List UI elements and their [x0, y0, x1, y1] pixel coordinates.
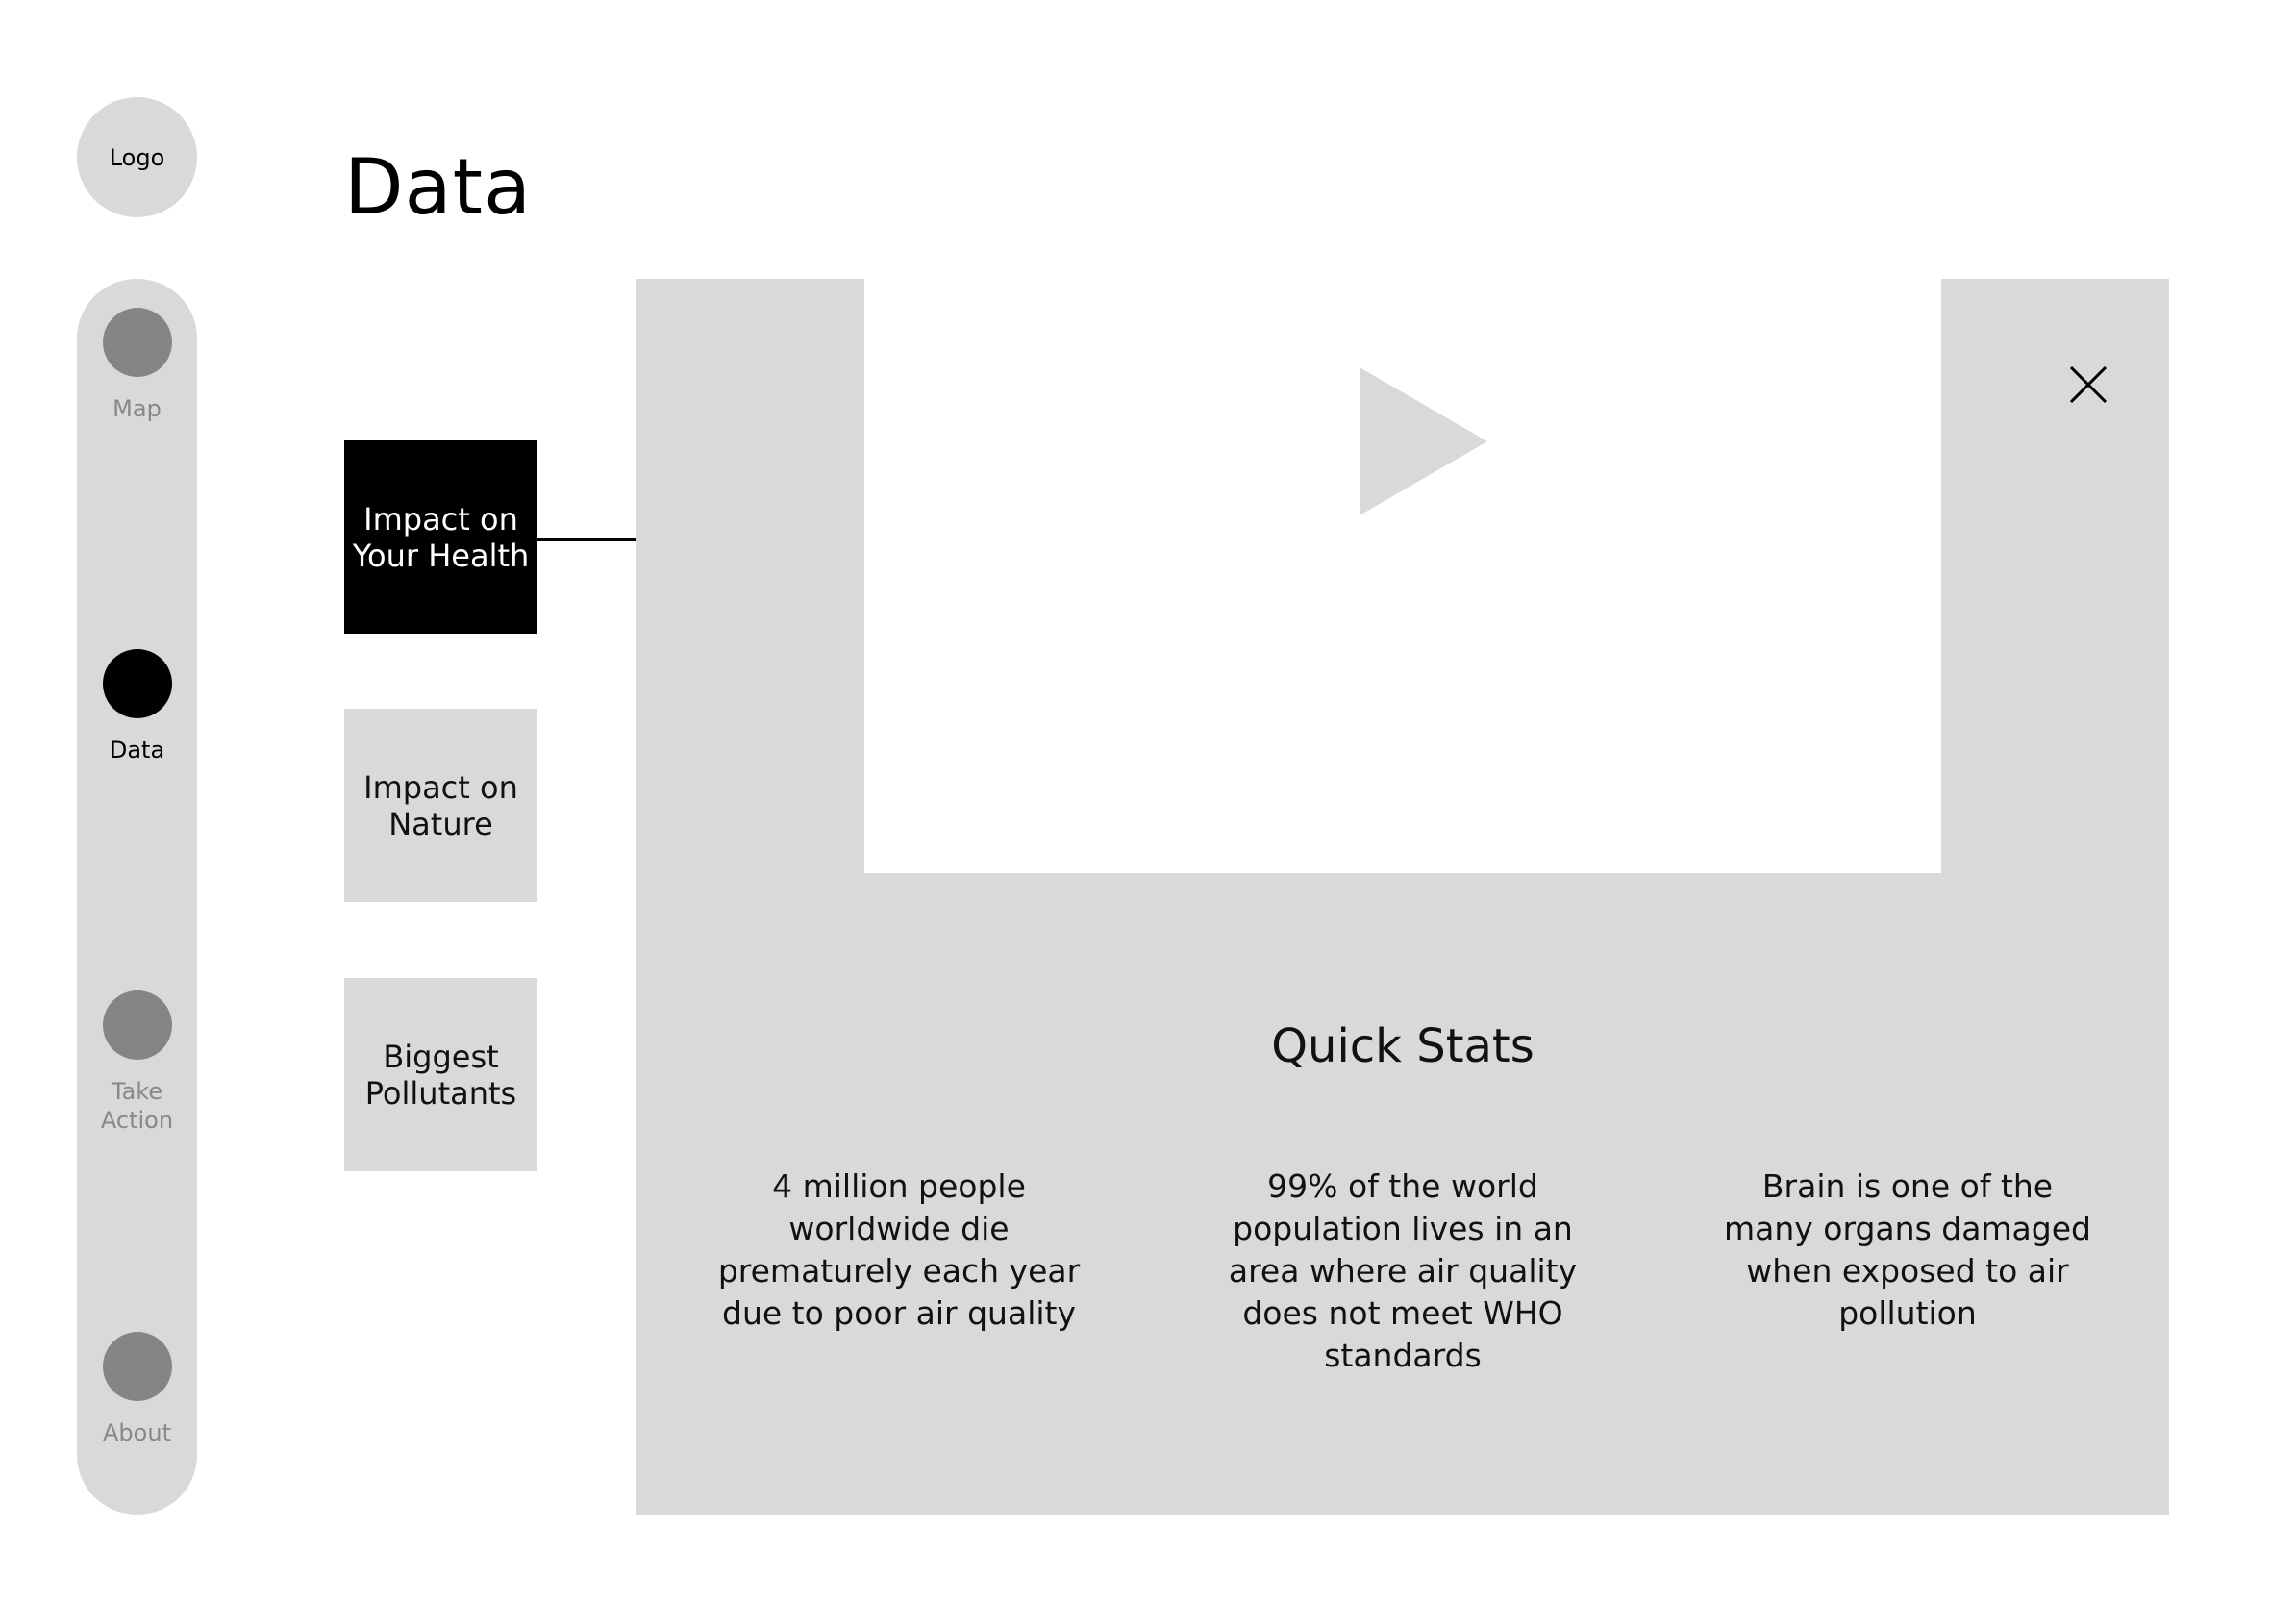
take-action-icon: [102, 990, 172, 1060]
sidebar-item-label: Map: [112, 395, 162, 422]
page-title: Data: [344, 142, 533, 232]
sidebar-item-about[interactable]: About: [77, 1332, 197, 1447]
category-impact-on-health[interactable]: Impact on Your Health: [344, 440, 537, 634]
sidebar-item-label: Data: [109, 737, 165, 764]
category-label: Impact on Nature: [363, 768, 518, 842]
active-category-connector: [537, 538, 636, 541]
data-icon: [102, 649, 172, 718]
close-icon[interactable]: [2059, 356, 2117, 414]
map-icon: [102, 308, 172, 377]
stat-item: 4 million people worldwide die premature…: [717, 1167, 1081, 1332]
logo[interactable]: Logo: [77, 97, 197, 217]
quick-stats-title: Quick Stats: [1271, 1019, 1535, 1073]
sidebar-item-label: About: [103, 1419, 171, 1446]
logo-label: Logo: [109, 143, 165, 171]
sidebar-item-label: Take Action: [100, 1078, 174, 1134]
category-label: Biggest Pollutants: [364, 1038, 517, 1112]
detail-panel: Quick Stats 4 million people worldwide d…: [636, 279, 2169, 1515]
video-player[interactable]: [864, 279, 1941, 873]
about-icon: [102, 1332, 172, 1401]
category-label: Impact on Your Health: [352, 500, 530, 574]
stat-item: 99% of the world population lives in an …: [1228, 1167, 1578, 1374]
sidebar-item-data[interactable]: Data: [77, 649, 197, 764]
stat-item: Brain is one of the many organs damaged …: [1724, 1167, 2091, 1332]
sidebar-nav: Map Data Take Action About: [77, 279, 197, 1515]
category-impact-on-nature[interactable]: Impact on Nature: [344, 709, 537, 902]
sidebar-item-take-action[interactable]: Take Action: [77, 990, 197, 1135]
category-biggest-pollutants[interactable]: Biggest Pollutants: [344, 978, 537, 1171]
play-icon[interactable]: [1360, 367, 1487, 515]
sidebar-item-map[interactable]: Map: [77, 308, 197, 423]
